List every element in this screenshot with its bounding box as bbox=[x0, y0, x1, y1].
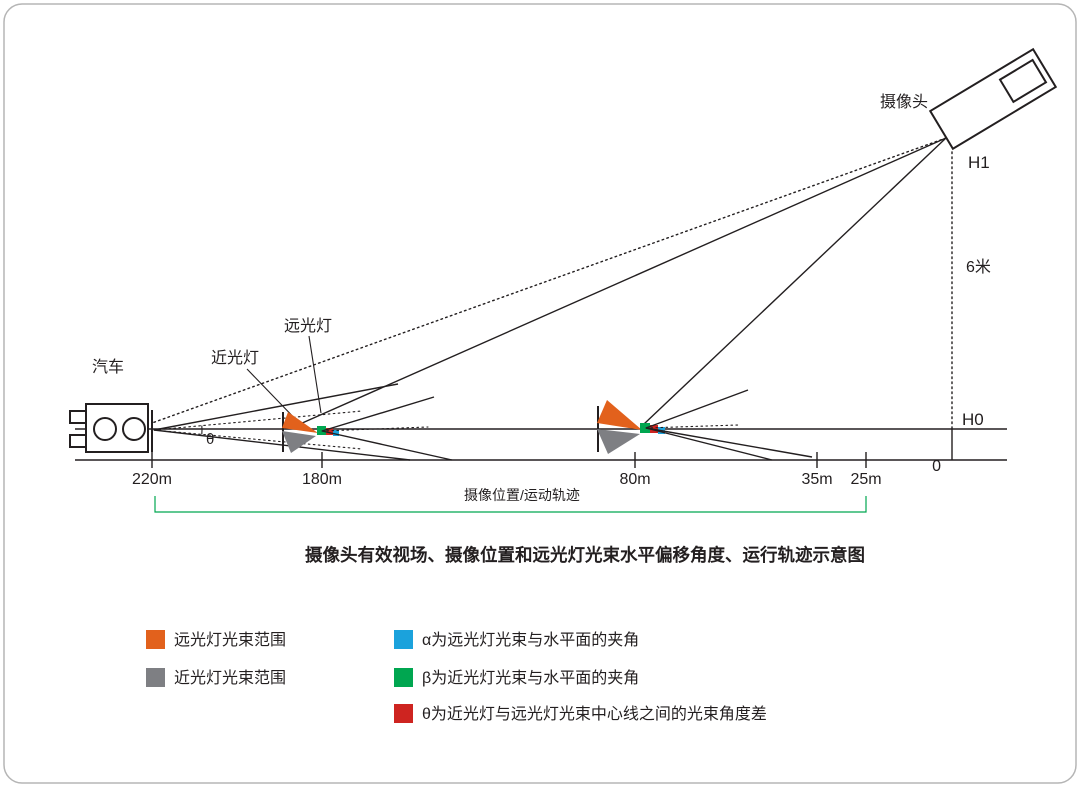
high-beam-label: 远光灯 bbox=[284, 317, 332, 335]
beam-edge-up-180m bbox=[321, 396, 435, 432]
trajectory-bracket bbox=[154, 496, 867, 513]
distance-markers: 220m 180m 80m 35m 25m bbox=[132, 452, 882, 488]
height-6m-label: 6米 bbox=[966, 258, 991, 276]
beta-angle-marker-80m bbox=[640, 423, 650, 433]
legend-label-theta: θ为近光灯与远光灯光束中心线之间的光束角度差 bbox=[422, 705, 767, 723]
low-beam-label: 近光灯 bbox=[211, 349, 259, 367]
low-beam-cone-80m bbox=[597, 429, 640, 454]
beam-edge-up-80m bbox=[645, 389, 749, 429]
figure-border bbox=[3, 3, 1077, 784]
beam-edge-down-180m bbox=[321, 430, 453, 461]
car-rear-part-bottom bbox=[69, 434, 87, 448]
camera-body bbox=[928, 47, 1058, 151]
high-beam-cone-180m bbox=[282, 412, 318, 433]
label-180m: 180m bbox=[302, 471, 342, 488]
legend-label-alpha: α为远光灯光束与水平面的夹角 bbox=[422, 631, 639, 649]
diagram-title: 摄像头有效视场、摄像位置和远光灯光束水平偏移角度、运行轨迹示意图 bbox=[305, 545, 865, 565]
camera-icon bbox=[928, 47, 1058, 151]
legend-label-high-beam: 远光灯光束范围 bbox=[174, 631, 286, 649]
h1-label: H1 bbox=[968, 153, 990, 172]
beam-edge-down-80m bbox=[645, 427, 773, 461]
label-35m: 35m bbox=[801, 471, 832, 488]
beam-center-80m bbox=[645, 424, 739, 429]
label-220m: 220m bbox=[132, 471, 172, 488]
h0-label: H0 bbox=[962, 410, 984, 429]
car-label: 汽车 bbox=[92, 358, 124, 376]
alpha-angle-marker-180m bbox=[333, 430, 339, 436]
high-beam-cone-80m bbox=[597, 400, 642, 430]
trajectory-label: 摄像位置/运动轨迹 bbox=[464, 487, 580, 503]
legend-swatch-alpha bbox=[394, 630, 413, 649]
headlight-unit-180m bbox=[282, 396, 453, 461]
zero-label: 0 bbox=[932, 458, 941, 475]
label-25m: 25m bbox=[850, 471, 881, 488]
legend-swatch-beta bbox=[394, 668, 413, 687]
camera-beam-line-80m bbox=[643, 137, 947, 425]
car-headlamp-right bbox=[122, 417, 146, 441]
high-beam-center-line bbox=[153, 410, 363, 431]
high-beam-pointer-line bbox=[308, 335, 322, 414]
camera-fov-dotted-line bbox=[151, 137, 947, 424]
legend-swatch-low-beam bbox=[146, 668, 165, 687]
label-80m: 80m bbox=[619, 471, 650, 488]
beam-edge-ground-80m bbox=[645, 427, 813, 458]
theta-label: θ bbox=[206, 431, 214, 448]
legend-swatch-theta bbox=[394, 704, 413, 723]
legend-swatch-high-beam bbox=[146, 630, 165, 649]
legend: 远光灯光束范围 近光灯光束范围 α为远光灯光束与水平面的夹角 β为近光灯光束与水… bbox=[146, 630, 767, 723]
car-icon bbox=[69, 403, 153, 453]
low-beam-cone-180m bbox=[282, 431, 316, 453]
car-rear-part-top bbox=[69, 410, 87, 424]
headlight-unit-80m bbox=[597, 389, 813, 461]
camera-label: 摄像头 bbox=[880, 93, 928, 111]
camera-beam-line-180m bbox=[299, 137, 947, 425]
low-beam-center-line bbox=[153, 429, 363, 450]
car-headlamp-left bbox=[93, 417, 117, 441]
legend-label-low-beam: 近光灯光束范围 bbox=[174, 669, 286, 687]
car-beam-upper-edge bbox=[153, 383, 399, 431]
beta-angle-marker-180m bbox=[317, 426, 326, 435]
theta-angle-marker-180m bbox=[326, 428, 333, 435]
camera-lens bbox=[998, 58, 1048, 104]
legend-label-beta: β为近光灯光束与水平面的夹角 bbox=[422, 669, 639, 687]
